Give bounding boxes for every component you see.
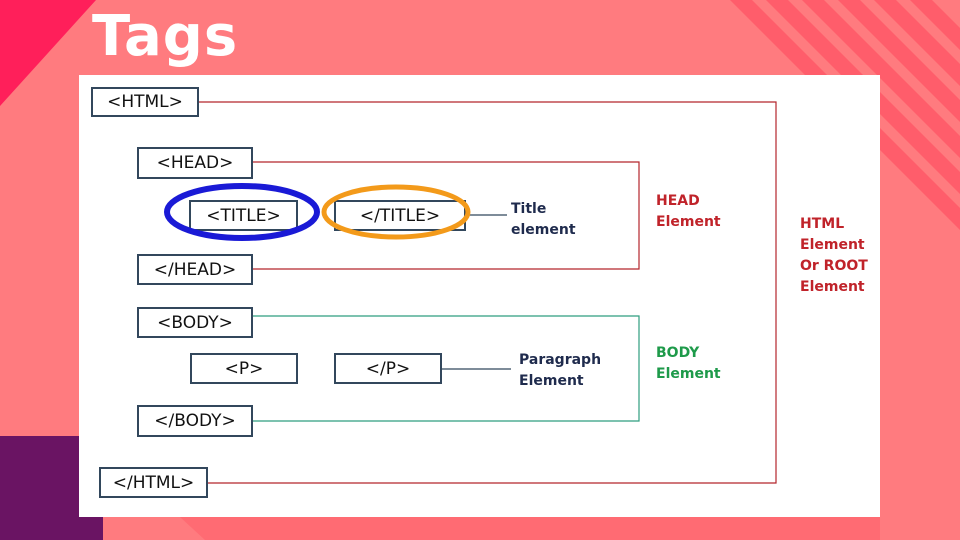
- tag-p-open: <P>: [190, 353, 298, 384]
- highlight-ellipse-orange: [321, 184, 471, 240]
- tag-body-close: </BODY>: [137, 405, 253, 437]
- label-paragraph-element: Paragraph Element: [519, 352, 602, 389]
- label-html-element: HTML Element Or ROOT Element: [800, 216, 868, 295]
- html-bracket-line: [199, 101, 777, 484]
- corner-triangle-pink: [0, 0, 96, 106]
- tag-title-close: </TITLE>: [334, 200, 466, 231]
- bottom-shadow-band: [180, 517, 880, 540]
- slide-title: Tags: [92, 4, 239, 69]
- label-title-element: Title element: [511, 201, 576, 238]
- tag-html-close: </HTML>: [99, 467, 208, 498]
- tag-p-close: </P>: [334, 353, 442, 384]
- tag-head-close: </HEAD>: [137, 254, 253, 285]
- tag-title-open: <TITLE>: [189, 200, 298, 231]
- tag-body-open: <BODY>: [137, 307, 253, 338]
- head-bracket-line: [253, 161, 640, 270]
- label-head-element: HEAD Element: [656, 193, 721, 230]
- label-body-element: BODY Element: [656, 345, 721, 382]
- tag-head-open: <HEAD>: [137, 147, 253, 179]
- tag-html-open: <HTML>: [91, 87, 199, 117]
- highlight-ellipse-blue: [164, 183, 320, 241]
- body-bracket-line: [253, 315, 640, 422]
